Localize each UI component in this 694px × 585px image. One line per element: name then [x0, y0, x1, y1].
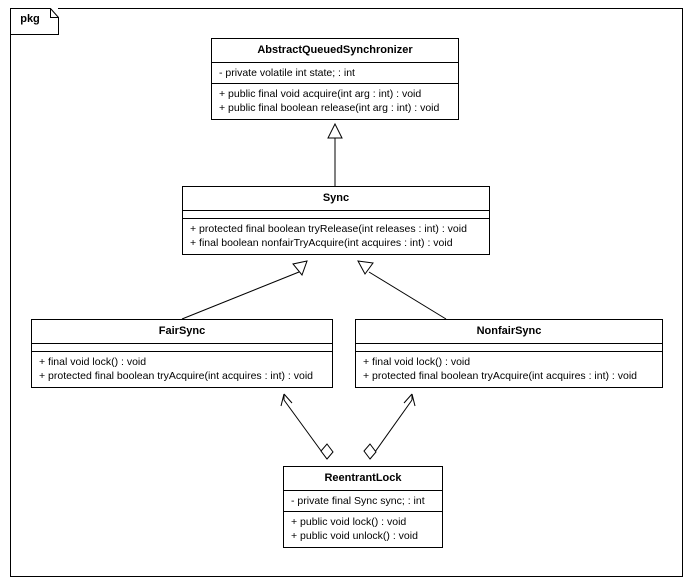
class-operations-sync: + protected final boolean tryRelease(int… [183, 219, 489, 254]
class-attributes-nonfairsync [356, 344, 662, 352]
class-operations-abstractqueuedsynchronizer: + public final void acquire(int arg : in… [212, 84, 458, 119]
class-operation: + final boolean nonfairTryAcquire(int ac… [190, 237, 453, 249]
class-operation: + public final boolean release(int arg :… [219, 102, 440, 114]
class-operation: + public final void acquire(int arg : in… [219, 88, 422, 100]
class-operation: + public void lock() : void [291, 516, 407, 528]
class-name-sync: Sync [183, 187, 489, 211]
class-attributes-reentrantlock: - private final Sync sync; : int [284, 491, 442, 512]
package-frame [10, 8, 683, 577]
class-name-reentrantlock: ReentrantLock [284, 467, 442, 491]
class-operation: + final void lock() : void [363, 356, 471, 368]
package-tab [10, 8, 59, 35]
class-box-sync[interactable]: Sync + protected final boolean tryReleas… [182, 186, 490, 255]
relationship-aggregation-reentrantlock-to-fairsync [280, 393, 334, 460]
class-operation: + public void unlock() : void [291, 530, 418, 542]
class-name-abstractqueuedsynchronizer: AbstractQueuedSynchronizer [212, 39, 458, 63]
package-label: pkg [20, 13, 40, 25]
package-tab-shape [10, 8, 59, 35]
class-name-fairsync: FairSync [32, 320, 332, 344]
class-box-nonfairsync[interactable]: NonfairSync + final void lock() : void +… [355, 319, 663, 388]
class-operation: + protected final boolean tryAcquire(int… [39, 370, 314, 382]
class-attribute: - private final Sync sync; : int [291, 495, 425, 507]
class-operations-nonfairsync: + final void lock() : void + protected f… [356, 352, 662, 387]
class-operation: + final void lock() : void [39, 356, 147, 368]
class-attribute: - private volatile int state; : int [219, 67, 355, 79]
relationship-aggregation-reentrantlock-to-nonfairsync [363, 393, 416, 460]
class-operations-fairsync: + final void lock() : void + protected f… [32, 352, 332, 387]
relationship-generalization-fairsync-to-sync [181, 260, 308, 320]
class-box-reentrantlock[interactable]: ReentrantLock - private final Sync sync;… [283, 466, 443, 548]
relationship-generalization-nonfairsync-to-sync [357, 260, 447, 320]
class-attributes-sync [183, 211, 489, 219]
class-box-abstractqueuedsynchronizer[interactable]: AbstractQueuedSynchronizer - private vol… [211, 38, 459, 120]
class-operations-reentrantlock: + public void lock() : void + public voi… [284, 512, 442, 547]
relationship-generalization-sync-to-aqs [327, 122, 343, 186]
class-name-nonfairsync: NonfairSync [356, 320, 662, 344]
class-attributes-fairsync [32, 344, 332, 352]
class-attributes-abstractqueuedsynchronizer: - private volatile int state; : int [212, 63, 458, 84]
class-box-fairsync[interactable]: FairSync + final void lock() : void + pr… [31, 319, 333, 388]
class-operation: + protected final boolean tryAcquire(int… [363, 370, 638, 382]
class-operation: + protected final boolean tryRelease(int… [190, 223, 467, 235]
